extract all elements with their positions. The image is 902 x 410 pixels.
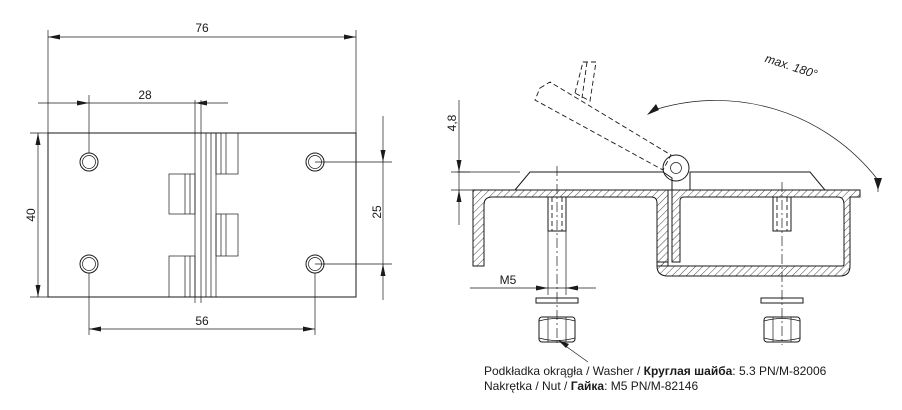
hinge-top-view: 76 28 40 25 xyxy=(24,21,392,335)
washer-note-prefix: Podkładka okrągła / Washer / xyxy=(484,364,644,378)
hinge-knuckle xyxy=(168,100,239,303)
washer-note-ru: Круглая шайба xyxy=(643,364,733,378)
washer-note: Podkładka okrągła / Washer / Круглая шай… xyxy=(484,364,826,379)
fastener-notes: Podkładka okrągła / Washer / Круглая шай… xyxy=(484,364,826,394)
washer-note-value: : 5.3 PN/M-82006 xyxy=(732,364,827,378)
mounting-hole xyxy=(79,152,99,172)
callout-leader xyxy=(558,340,589,363)
dimension-angle: max. 180° xyxy=(647,51,882,192)
dimension-m5-label: M5 xyxy=(500,273,517,287)
dimension-4-8-label: 4,8 xyxy=(445,114,459,131)
nut xyxy=(763,316,801,343)
dimension-56: 56 xyxy=(88,273,316,335)
hinge-side-view: M5 4,8 max. 180° xyxy=(445,51,882,363)
dimension-25-label: 25 xyxy=(370,205,384,219)
nut-note-value: : M5 PN/M-82146 xyxy=(604,379,699,393)
hinge-leaf-left xyxy=(513,171,673,191)
dimension-4-8: 4,8 xyxy=(445,100,476,225)
nut-note-ru: Гайка xyxy=(570,379,605,393)
dimension-76-label: 76 xyxy=(195,21,209,35)
nut-note-prefix: Nakrętka / Nut / xyxy=(484,379,571,393)
dimension-25: 25 xyxy=(315,116,392,300)
dimension-m5: M5 xyxy=(470,231,596,295)
washer xyxy=(760,297,804,304)
washer xyxy=(535,297,579,304)
dimension-angle-label: max. 180° xyxy=(763,51,819,81)
dimension-56-label: 56 xyxy=(195,314,209,328)
dimension-76: 76 xyxy=(47,21,357,133)
mounting-hole xyxy=(79,254,99,274)
hinge-leaf-open xyxy=(534,61,672,171)
profile-channel-left xyxy=(472,189,669,267)
hinge-leaf-right xyxy=(689,171,827,191)
profile-channel-right xyxy=(656,189,861,277)
dimension-40-label: 40 xyxy=(24,208,38,222)
dimension-40: 40 xyxy=(24,132,48,298)
dimension-28-label: 28 xyxy=(138,88,152,102)
hinge-pin xyxy=(662,154,690,182)
dimension-28: 28 xyxy=(38,88,228,153)
nut xyxy=(538,316,576,343)
nut-note: Nakrętka / Nut / Гайка: M5 PN/M-82146 xyxy=(484,379,826,394)
hinge-plate-outline xyxy=(47,132,357,298)
